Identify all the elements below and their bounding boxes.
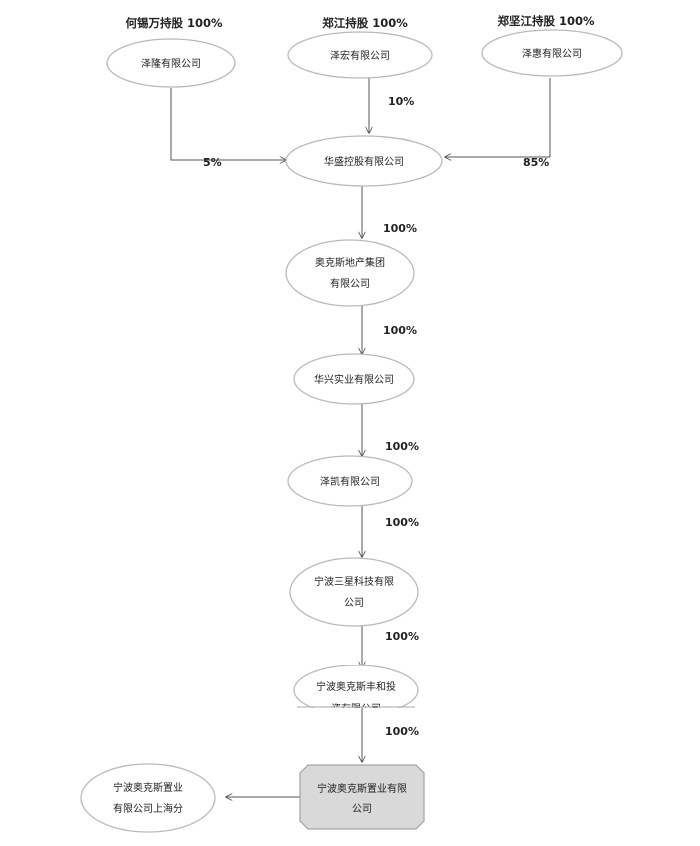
- pct-zehong-huasheng: 10%: [388, 95, 414, 108]
- node-huasheng: 华盛控股有限公司: [285, 135, 443, 187]
- edge-zelong-huasheng: [170, 88, 286, 160]
- node-label-line2: 公司: [344, 598, 364, 609]
- pct-aokesi-huaxing: 100%: [383, 324, 417, 337]
- node-aokesi: 奥克斯地产集团 有限公司: [285, 239, 415, 307]
- node-label-line2: 有限公司上海分: [113, 802, 183, 815]
- pct-zelong-huasheng: 5%: [203, 156, 222, 169]
- node-label: 泽凯有限公司: [320, 475, 380, 488]
- pct-fenghe-zhiye: 100%: [385, 725, 419, 738]
- owner-label-zhengjiang: 郑江持股 100%: [322, 16, 408, 30]
- node-zhiye: 宁波奥克斯置业有限 公司: [299, 764, 425, 830]
- node-label: 泽惠有限公司: [522, 47, 582, 60]
- node-sanxing: 宁波三星科技有限 公司: [289, 557, 419, 627]
- node-label-line1: 宁波奥克斯丰和投: [316, 680, 396, 693]
- node-label: 泽宏有限公司: [330, 49, 390, 62]
- edge-zehui-huasheng: [445, 78, 551, 157]
- node-label: 泽隆有限公司: [141, 57, 201, 70]
- node-label-line2: 公司: [352, 804, 372, 815]
- node-fenghe: 宁波奥克斯丰和投 资有限公司: [293, 665, 419, 715]
- node-zelong: 泽隆有限公司: [106, 38, 236, 88]
- node-zekai: 泽凯有限公司: [287, 455, 413, 507]
- pct-huasheng-aokesi: 100%: [383, 222, 417, 235]
- node-label-line1: 宁波奥克斯置业有限: [317, 782, 407, 795]
- node-label: 华盛控股有限公司: [324, 155, 404, 168]
- node-label-line2: 有限公司: [330, 277, 370, 290]
- pct-sanxing-fenghe: 100%: [385, 630, 419, 643]
- owner-label-zhengjianjiang: 郑坚江持股 100%: [497, 14, 595, 28]
- pct-zehui-huasheng: 85%: [523, 156, 549, 169]
- node-label-line1: 宁波三星科技有限: [314, 575, 394, 588]
- pct-zekai-sanxing: 100%: [385, 516, 419, 529]
- node-shanghai-branch: 宁波奥克斯置业 有限公司上海分: [80, 763, 216, 833]
- node-label-line1: 奥克斯地产集团: [315, 256, 385, 269]
- node-zehui: 泽惠有限公司: [481, 29, 623, 77]
- node-huaxing: 华兴实业有限公司: [293, 353, 415, 405]
- owner-label-he: 何锡万持股 100%: [125, 16, 223, 30]
- node-label: 华兴实业有限公司: [314, 373, 394, 386]
- node-label-line1: 宁波奥克斯置业: [113, 781, 183, 794]
- node-label-line2: 资有限公司: [331, 702, 381, 715]
- node-zehong: 泽宏有限公司: [287, 31, 433, 79]
- pct-huaxing-zekai: 100%: [385, 440, 419, 453]
